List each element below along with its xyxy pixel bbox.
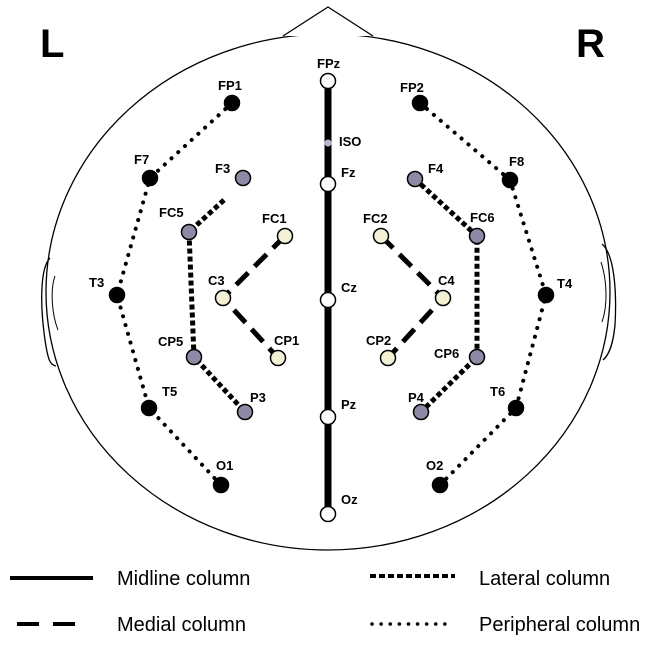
label-CP6: CP6: [434, 346, 459, 361]
peripheral-column-right: [418, 101, 549, 487]
label-FP1: FP1: [218, 78, 242, 93]
electrode-CP5: [185, 348, 203, 366]
electrode-T4: [537, 286, 555, 304]
label-F7: F7: [134, 152, 149, 167]
label-ISO: ISO: [339, 134, 361, 149]
electrode-FC6: [468, 227, 486, 245]
label-O1: O1: [216, 458, 233, 473]
electrode-F7: [141, 169, 159, 187]
label-F4: F4: [428, 161, 444, 176]
electrode-FP1: [223, 94, 241, 112]
electrode-FC5: [180, 223, 198, 241]
electrode-labels: FP1 F7 T3 T5 O1 FP2 F8 T4 T6 O2 F3 FC5 C…: [89, 56, 573, 507]
label-Fz: Fz: [341, 165, 356, 180]
electrode-CP1: [269, 349, 287, 367]
electrode-C4: [434, 289, 452, 307]
electrode-O1: [212, 476, 230, 494]
label-F8: F8: [509, 154, 524, 169]
electrode-CP6: [468, 348, 486, 366]
label-Cz: Cz: [341, 280, 357, 295]
peripheral-electrodes: [108, 94, 555, 494]
electrode-Oz: [319, 505, 337, 523]
legend: Midline column Medial column Lateral col…: [10, 568, 640, 636]
label-T5: T5: [162, 384, 177, 399]
electrode-T5: [140, 399, 158, 417]
label-FP2: FP2: [400, 80, 424, 95]
electrode-Fz: [319, 175, 337, 193]
label-FPz: FPz: [317, 56, 341, 71]
electrode-Pz: [319, 408, 337, 426]
electrode-FPz: [319, 72, 337, 90]
label-CP5: CP5: [158, 334, 183, 349]
electrode-CP2: [379, 349, 397, 367]
right-hemisphere-label: R: [576, 22, 605, 66]
left-ear-inner: [51, 275, 59, 331]
legend-peripheral-label: Peripheral column: [479, 614, 640, 636]
electrode-FC1: [276, 227, 294, 245]
label-Pz: Pz: [341, 397, 357, 412]
label-P3: P3: [250, 390, 266, 405]
label-FC1: FC1: [262, 211, 287, 226]
legend-midline-label: Midline column: [117, 568, 250, 590]
peripheral-column-left: [114, 101, 234, 487]
label-F3: F3: [215, 161, 230, 176]
midline-electrodes: [319, 72, 337, 523]
legend-lateral-label: Lateral column: [479, 568, 610, 590]
nose: [282, 6, 374, 37]
electrode-F4: [406, 170, 424, 188]
right-ear-inner: [600, 261, 607, 323]
label-T4: T4: [557, 276, 573, 291]
electrode-P3: [236, 403, 254, 421]
label-FC6: FC6: [470, 210, 495, 225]
label-P4: P4: [408, 390, 425, 405]
label-FC2: FC2: [363, 211, 388, 226]
legend-medial-label: Medial column: [117, 614, 246, 636]
electrode-Cz: [319, 291, 337, 309]
electrode-F3: [234, 169, 252, 187]
label-C4: C4: [438, 273, 455, 288]
electrode-FP2: [411, 94, 429, 112]
electrode-O2: [431, 476, 449, 494]
label-CP2: CP2: [366, 333, 391, 348]
label-T6: T6: [490, 384, 505, 399]
electrode-T6: [507, 399, 525, 417]
label-O2: O2: [426, 458, 443, 473]
electrode-F8: [501, 171, 519, 189]
label-Oz: Oz: [341, 492, 358, 507]
left-ear: [41, 257, 57, 367]
electrode-ISO: [324, 139, 332, 147]
lateral-column-right: [413, 177, 480, 414]
electrode-T3: [108, 286, 126, 304]
electrode-FC2: [372, 227, 390, 245]
label-FC5: FC5: [159, 205, 184, 220]
left-hemisphere-label: L: [40, 22, 64, 66]
right-ear: [601, 243, 617, 361]
medial-electrodes: [214, 227, 452, 367]
label-CP1: CP1: [274, 333, 299, 348]
label-T3: T3: [89, 275, 104, 290]
label-C3: C3: [208, 273, 225, 288]
electrode-C3: [214, 289, 232, 307]
lateral-column-left: [186, 198, 247, 414]
electrode-P4: [412, 403, 430, 421]
lateral-electrodes: [180, 169, 486, 421]
